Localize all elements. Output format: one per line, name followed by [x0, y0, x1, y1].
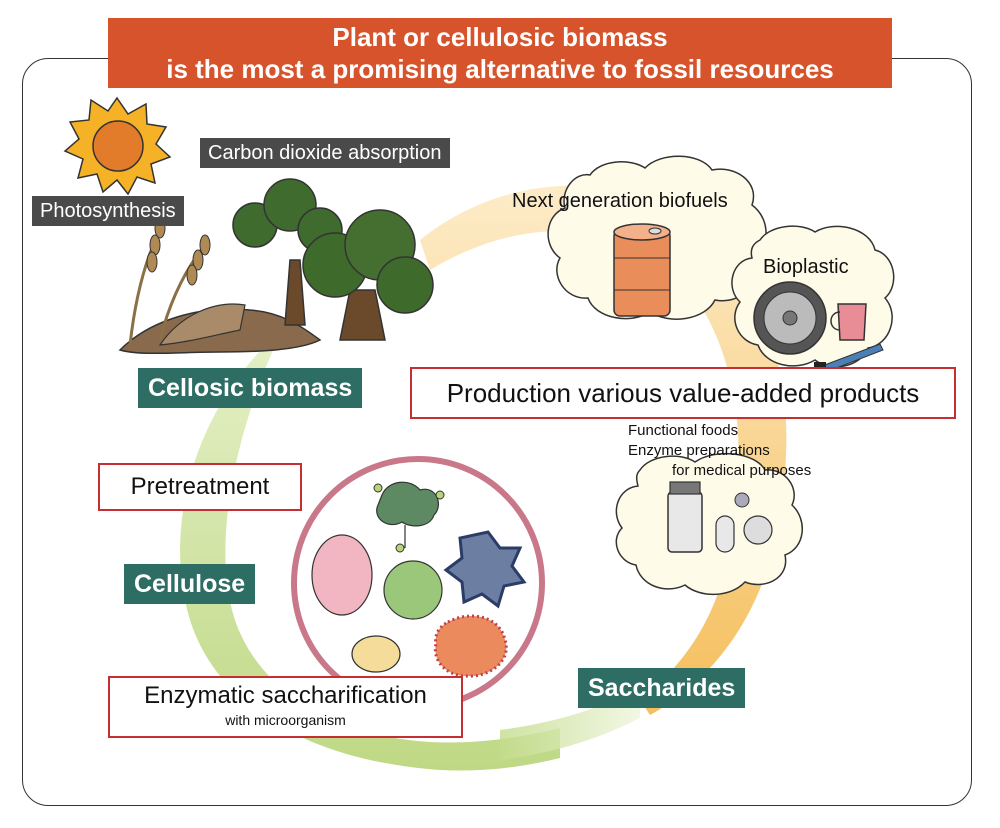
pretreatment-box: Pretreatment	[98, 463, 302, 511]
oil-barrel-icon	[613, 223, 671, 317]
wheel-icon	[753, 281, 827, 355]
functional-foods-label: Functional foods	[628, 422, 739, 439]
mug-icon	[830, 303, 867, 341]
orange-cell-icon	[433, 614, 508, 678]
medical-purposes-label: for medical purposes	[672, 462, 812, 479]
header-line-2: is the most a promising alternative to f…	[166, 54, 834, 84]
enzyme-preparations-label: Enzyme preparations	[628, 442, 770, 459]
biofuels-label: Next generation biofuels	[512, 190, 728, 212]
green-mold-icon	[373, 481, 445, 553]
header-line-1: Plant or cellulosic biomass	[332, 22, 668, 52]
bioplastic-label: Bioplastic	[763, 256, 849, 278]
saccharides-label: Saccharides	[578, 668, 746, 708]
microorganism-circle	[291, 456, 545, 710]
medicine-bottle-icon	[667, 481, 703, 553]
cellulose-label: Cellulose	[124, 564, 256, 604]
plants-illustration	[118, 178, 434, 355]
pink-cell-icon	[311, 534, 373, 616]
cellulosic-biomass-label: Cellosic biomass	[138, 368, 363, 408]
sun-icon	[63, 96, 172, 196]
enzymatic-title: Enzymatic saccharification	[144, 682, 427, 709]
carbon-dioxide-label: Carbon dioxide absorption	[200, 138, 450, 168]
pretreatment-text: Pretreatment	[130, 473, 270, 500]
production-box: Production various value-added products	[410, 367, 956, 419]
cycle-arrow-orange	[420, 185, 787, 716]
header-banner: Plant or cellulosic biomass is the most …	[108, 18, 892, 88]
yellow-cell-icon	[351, 635, 401, 673]
production-text: Production various value-added products	[446, 378, 920, 408]
photosynthesis-label: Photosynthesis	[32, 196, 184, 226]
enzymatic-subtitle: with microorganism	[225, 712, 346, 728]
blue-microbe-icon	[443, 530, 527, 609]
tablet-icon	[734, 492, 773, 545]
capsule-icon	[715, 515, 735, 553]
cloud-bioplastic	[731, 225, 895, 373]
enzymatic-box: Enzymatic saccharification with microorg…	[108, 676, 463, 738]
cloud-biofuels	[547, 155, 767, 320]
green-cell-icon	[383, 560, 443, 620]
cloud-functional-foods	[615, 452, 803, 596]
